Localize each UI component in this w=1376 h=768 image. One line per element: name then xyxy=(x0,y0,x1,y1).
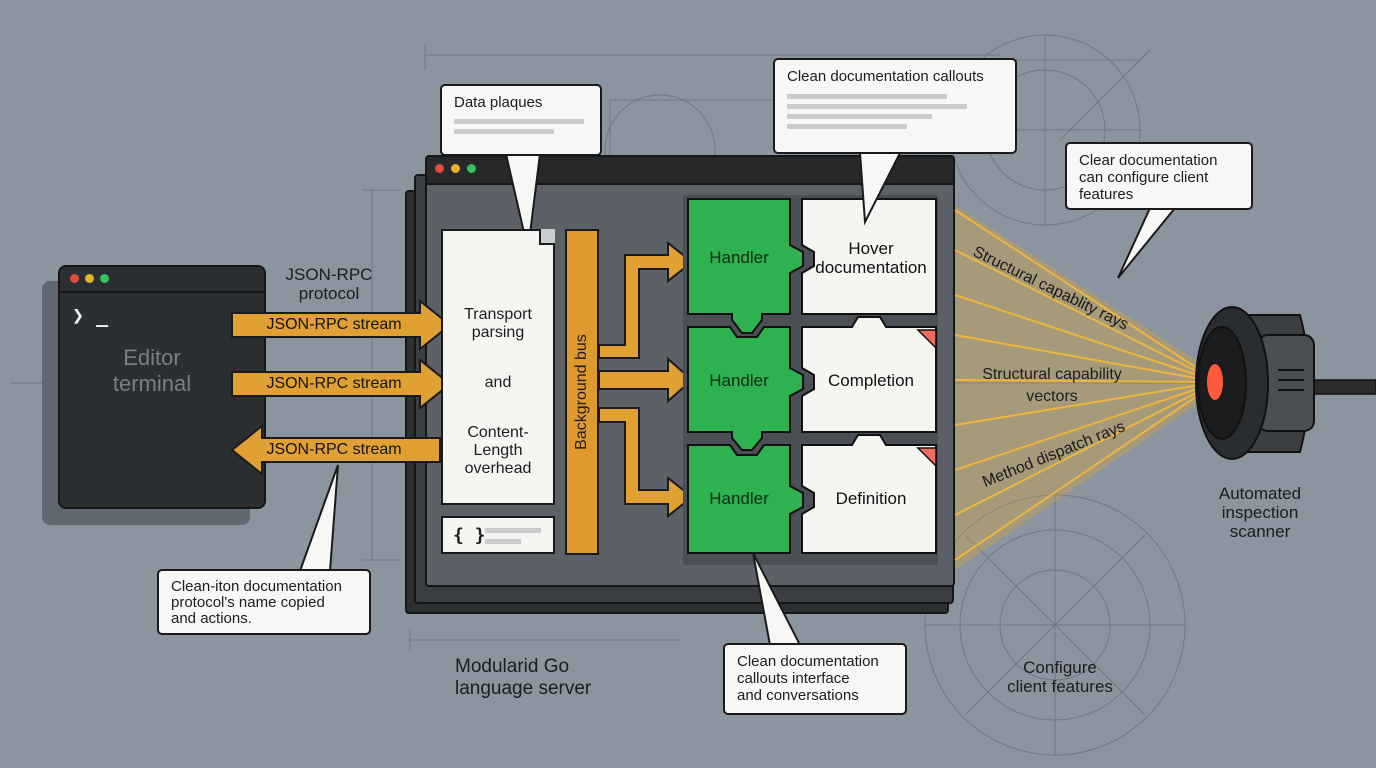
json-braces-panel: { } xyxy=(441,516,555,554)
server-close-dot-icon[interactable] xyxy=(435,164,444,173)
callout-clean-interface-line2: callouts interface xyxy=(737,670,850,687)
handler-block-1[interactable] xyxy=(687,198,804,334)
dispatch-arrow-1 xyxy=(598,240,694,359)
hover-label-line2: documentation xyxy=(815,258,927,277)
stream-arrow-3 xyxy=(230,423,441,477)
inspection-scanner[interactable] xyxy=(1195,306,1376,460)
callout-clean-iton-line2: protocol's name copied xyxy=(171,594,325,611)
callout-clear-doc-line3: features xyxy=(1079,186,1134,203)
scanner-lens-icon xyxy=(1207,364,1223,400)
definition-corner-tag xyxy=(916,447,937,468)
stream-label-1: JSON-RPC stream xyxy=(266,316,402,333)
callout-data-plaques: Data plaques xyxy=(440,84,602,156)
braces-line xyxy=(485,528,541,533)
transport-line3: and xyxy=(484,374,512,391)
terminal-prompt: ❯ _ xyxy=(72,303,109,327)
terminal-title-line1: Editor xyxy=(123,345,181,370)
ray-fan xyxy=(955,205,1215,570)
handler-block-3[interactable] xyxy=(687,444,804,554)
transport-line1: Transport xyxy=(464,306,532,323)
maximize-dot-icon[interactable] xyxy=(100,274,109,283)
dispatch-arrow-2 xyxy=(598,356,694,404)
configure-label: Configure client features xyxy=(985,658,1135,696)
hover-panel[interactable] xyxy=(801,198,937,315)
stream-arrow-1 xyxy=(231,298,452,352)
minimize-dot-icon[interactable] xyxy=(85,274,94,283)
completion-corner-tag xyxy=(916,329,937,350)
protocol-label: JSON-RPC protocol xyxy=(268,265,390,303)
ray-lines xyxy=(954,209,1213,561)
stream-label-2: JSON-RPC stream xyxy=(266,375,402,392)
callout-clear-doc-line1: Clear documentation xyxy=(1079,152,1218,169)
callout-line xyxy=(454,119,584,124)
hover-label-line1: Hover xyxy=(848,239,894,258)
callout-line xyxy=(787,114,932,119)
terminal-titlebar xyxy=(60,267,264,293)
server-label-line2: language server xyxy=(455,678,592,699)
callout-line xyxy=(454,129,554,134)
callout-clear-doc: Clear documentation can configure client… xyxy=(1065,142,1253,210)
configure-label-line2: client features xyxy=(1007,677,1113,696)
scanner-label-line3: scanner xyxy=(1229,522,1291,541)
bus-label: Background bus xyxy=(573,334,590,450)
ray-label-middle-line2: vectors xyxy=(1026,388,1078,405)
configure-label-line1: Configure xyxy=(1023,658,1097,677)
transport-line5: Length xyxy=(473,442,523,459)
hover-label: Hover documentation xyxy=(804,239,938,277)
definition-panel[interactable] xyxy=(801,434,937,554)
ray-label-middle-line1: Structural capability xyxy=(982,366,1122,383)
transport-line6: overhead xyxy=(464,460,532,477)
callout-clean-doc: Clean documentation callouts xyxy=(773,58,1017,154)
callout-line xyxy=(787,104,967,109)
stream-arrow-2 xyxy=(231,357,452,411)
server-minimize-dot-icon[interactable] xyxy=(451,164,460,173)
callout-clean-interface: Clean documentation callouts interface a… xyxy=(723,643,907,715)
callout-clean-iton-line1: Clean-iton documentation xyxy=(171,578,342,595)
callout-data-plaques-text: Data plaques xyxy=(454,94,543,111)
transport-line4: Content- xyxy=(467,424,529,441)
page-fold-icon xyxy=(539,229,555,245)
clean-iton-pointer xyxy=(298,464,339,572)
scanner-label-line1: Automated xyxy=(1218,484,1302,503)
callout-clean-doc-text: Clean documentation callouts xyxy=(787,68,984,85)
server-maximize-dot-icon[interactable] xyxy=(467,164,476,173)
callout-clean-interface-line3: and conversations xyxy=(737,687,859,704)
scanner-label: Automated inspection scanner xyxy=(1195,484,1325,541)
transport-panel[interactable]: Transport parsing and Content- Length ov… xyxy=(441,229,555,505)
server-label-line1: Modularid Go xyxy=(455,656,570,677)
callout-line xyxy=(787,94,947,99)
terminal-title: Editor terminal xyxy=(60,345,244,397)
handler-label-2: Handler xyxy=(709,371,769,390)
definition-label: Definition xyxy=(835,489,907,508)
braces-icon: { } xyxy=(453,525,486,546)
handler-block-2[interactable] xyxy=(687,326,804,451)
background-bus xyxy=(565,229,599,555)
callout-clean-iton-line3: and actions. xyxy=(171,610,252,627)
server-label: Modularid Go language server xyxy=(455,656,591,700)
callout-clean-interface-line1: Clean documentation xyxy=(737,653,879,670)
handler-label-3: Handler xyxy=(709,489,769,508)
scanner-label-line2: inspection xyxy=(1221,503,1299,522)
terminal-title-line2: terminal xyxy=(112,371,192,396)
clear-doc-pointer xyxy=(1117,207,1178,279)
ray-label-middle: Structural capability vectors xyxy=(960,364,1144,408)
protocol-label-line2: protocol xyxy=(298,284,360,303)
stream-label-3: JSON-RPC stream xyxy=(266,441,402,458)
transport-line2: parsing xyxy=(471,324,525,341)
callout-clear-doc-line2: can configure client xyxy=(1079,169,1209,186)
dispatch-arrow-3 xyxy=(598,407,694,519)
completion-panel[interactable] xyxy=(801,316,937,433)
braces-line xyxy=(485,539,521,544)
completion-label: Completion xyxy=(828,371,914,390)
callout-line xyxy=(787,124,907,129)
clean-interface-pointer xyxy=(752,552,802,646)
handler-label-1: Handler xyxy=(709,248,769,267)
callout-clean-iton: Clean-iton documentation protocol's name… xyxy=(157,569,371,635)
close-dot-icon[interactable] xyxy=(70,274,79,283)
protocol-label-line1: JSON-RPC xyxy=(285,265,373,284)
